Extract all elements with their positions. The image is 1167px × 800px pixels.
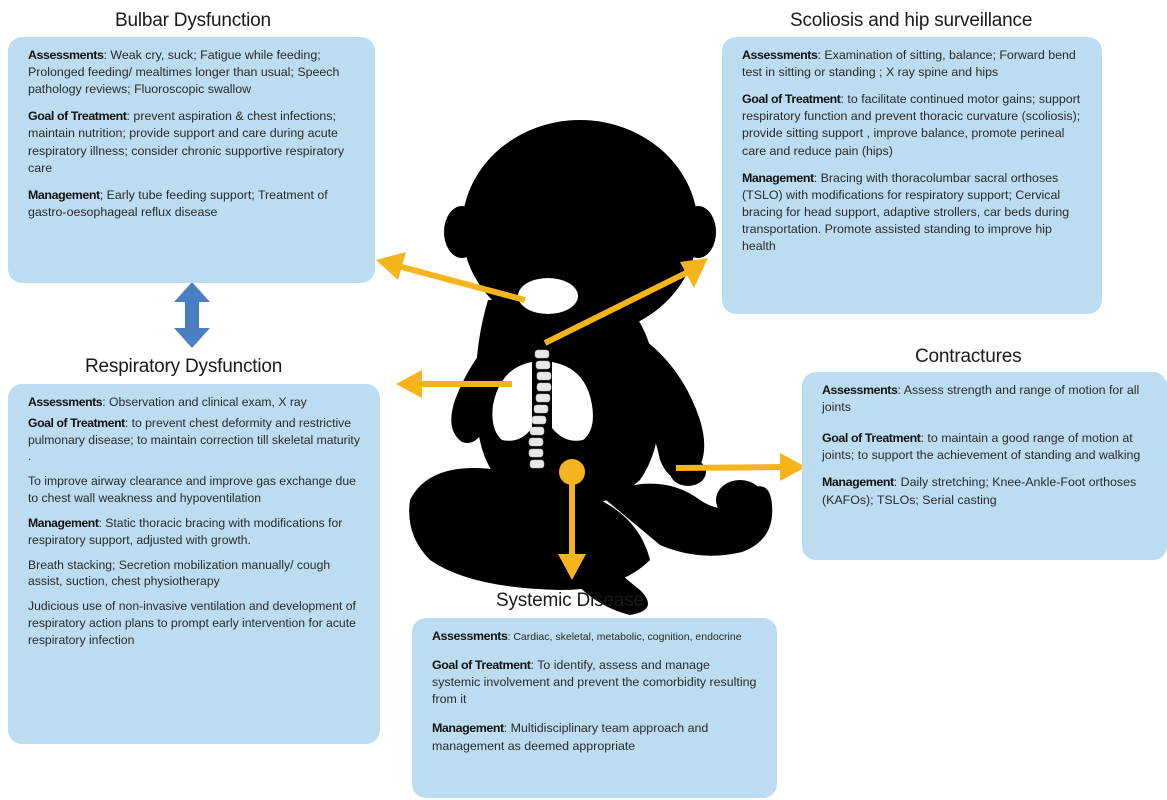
systemic-assessments: Assessments: Cardiac, skeletal, metaboli… bbox=[432, 628, 761, 645]
arrow-to-scoliosis-head bbox=[680, 258, 708, 288]
arrow-to-contractures bbox=[675, 464, 785, 471]
respiratory-mgmt-text: : Static thoracic bracing with modificat… bbox=[28, 515, 343, 547]
systemic-mgmt-text: : Multidisciplinary team approach and ma… bbox=[432, 721, 709, 753]
respiratory-goal-label: Goal of Treatment bbox=[28, 415, 125, 430]
spine-graphic bbox=[528, 349, 552, 469]
arrow-to-systemic-head bbox=[558, 554, 586, 580]
bulbar-assess-text: : Weak cry, suck; Fatigue while feeding;… bbox=[28, 48, 340, 97]
arrows bbox=[376, 252, 806, 580]
systemic-management: Management: Multidisciplinary team appro… bbox=[432, 720, 761, 754]
systemic-assess-text: : Cardiac, skeletal, metabolic, cognitio… bbox=[507, 631, 742, 643]
contractures-goal-text: : to maintain a good range of motion at … bbox=[822, 431, 1141, 463]
scoliosis-goal: Goal of Treatment: to facilitate continu… bbox=[742, 91, 1086, 159]
bulbar-management: Management; Early tube feeding support; … bbox=[28, 187, 359, 221]
arrow-to-scoliosis bbox=[543, 269, 690, 346]
arrow-to-respiratory-head bbox=[396, 370, 422, 398]
contractures-box: Assessments: Assess strength and range o… bbox=[802, 372, 1167, 560]
scoliosis-assess-label: Assessments bbox=[742, 48, 818, 62]
contractures-goal-label: Goal of Treatment bbox=[822, 431, 921, 446]
respiratory-mgmt-label: Management bbox=[28, 515, 99, 530]
respiratory-management-2: Breath stacking; Secretion mobilization … bbox=[28, 557, 331, 589]
arrow-to-contractures-head bbox=[780, 453, 806, 481]
respiratory-management: Management: Static thoracic bracing with… bbox=[28, 515, 364, 549]
systemic-goal-text: : To identify, assess and manage systemi… bbox=[432, 658, 757, 707]
scoliosis-title: Scoliosis and hip surveillance bbox=[790, 10, 1033, 31]
respiratory-assess-text: : Observation and clinical exam, X ray bbox=[102, 395, 307, 409]
contractures-management: Management: Daily stretching; Knee-Ankle… bbox=[822, 474, 1151, 508]
scoliosis-assessments: Assessments: Examination of sitting, bal… bbox=[742, 47, 1086, 81]
bulbar-title: Bulbar Dysfunction bbox=[115, 10, 271, 31]
scoliosis-mgmt-label: Management bbox=[742, 170, 814, 185]
respiratory-management-3: Judicious use of non-invasive ventilatio… bbox=[28, 599, 356, 647]
scoliosis-goal-text: : to facilitate continued motor gains; s… bbox=[742, 92, 1081, 158]
respiratory-title: Respiratory Dysfunction bbox=[85, 356, 283, 377]
respiratory-assess-label: Assessments bbox=[28, 395, 103, 409]
scoliosis-mgmt-text: : Bracing with thoracolumbar sacral orth… bbox=[742, 170, 1070, 254]
bulbar-goal-label: Goal of Treatment bbox=[28, 109, 127, 124]
baby-silhouette bbox=[409, 120, 773, 615]
bulbar-assessments: Assessments: Weak cry, suck; Fatigue whi… bbox=[28, 47, 359, 98]
bulbar-assess-label: Assessments bbox=[28, 48, 104, 62]
bulbar-goal-text: : prevent aspiration & chest infections;… bbox=[28, 109, 345, 175]
systemic-mgmt-label: Management bbox=[432, 721, 504, 736]
systemic-title: Systemic Disease bbox=[496, 590, 644, 611]
contractures-goal: Goal of Treatment: to maintain a good ra… bbox=[822, 430, 1151, 464]
contractures-mgmt-label: Management bbox=[822, 475, 894, 490]
bulbar-goal: Goal of Treatment: prevent aspiration & … bbox=[28, 108, 359, 176]
systemic-goal: Goal of Treatment: To identify, assess a… bbox=[432, 657, 761, 708]
contractures-assess-label: Assessments bbox=[822, 383, 898, 397]
scoliosis-box: Assessments: Examination of sitting, bal… bbox=[722, 37, 1102, 314]
bulbar-box: Assessments: Weak cry, suck; Fatigue whi… bbox=[8, 37, 375, 283]
scoliosis-management: Management: Bracing with thoracolumbar s… bbox=[742, 170, 1086, 256]
mouth-marker bbox=[518, 278, 578, 314]
respiratory-goal: Goal of Treatment: to prevent chest defo… bbox=[28, 415, 364, 465]
scoliosis-assess-text: : Examination of sitting, balance; Forwa… bbox=[742, 48, 1076, 80]
bulbar-respiratory-double-arrow bbox=[174, 282, 210, 348]
systemic-assess-label: Assessments bbox=[432, 629, 508, 643]
navel-marker bbox=[559, 459, 585, 485]
arrow-to-bulbar bbox=[397, 263, 526, 303]
respiratory-box: Assessments: Observation and clinical ex… bbox=[8, 384, 380, 744]
contractures-assess-text: : Assess strength and range of motion fo… bbox=[822, 383, 1140, 415]
contractures-assessments: Assessments: Assess strength and range o… bbox=[822, 382, 1151, 416]
contractures-title: Contractures bbox=[915, 346, 1022, 367]
bulbar-mgmt-text: ; Early tube feeding support; Treatment … bbox=[28, 187, 328, 219]
respiratory-goal-2: To improve airway clearance and improve … bbox=[28, 474, 356, 506]
arrow-to-bulbar-head bbox=[376, 252, 406, 280]
contractures-mgmt-text: : Daily stretching; Knee-Ankle-Foot orth… bbox=[822, 475, 1137, 507]
scoliosis-goal-label: Goal of Treatment bbox=[742, 92, 841, 107]
respiratory-assessments: Assessments: Observation and clinical ex… bbox=[28, 394, 364, 411]
respiratory-goal-text: : to prevent chest deformity and restric… bbox=[28, 415, 360, 464]
systemic-box: Assessments: Cardiac, skeletal, metaboli… bbox=[412, 618, 777, 798]
bulbar-mgmt-label: Management bbox=[28, 187, 100, 202]
systemic-goal-label: Goal of Treatment bbox=[432, 658, 531, 673]
